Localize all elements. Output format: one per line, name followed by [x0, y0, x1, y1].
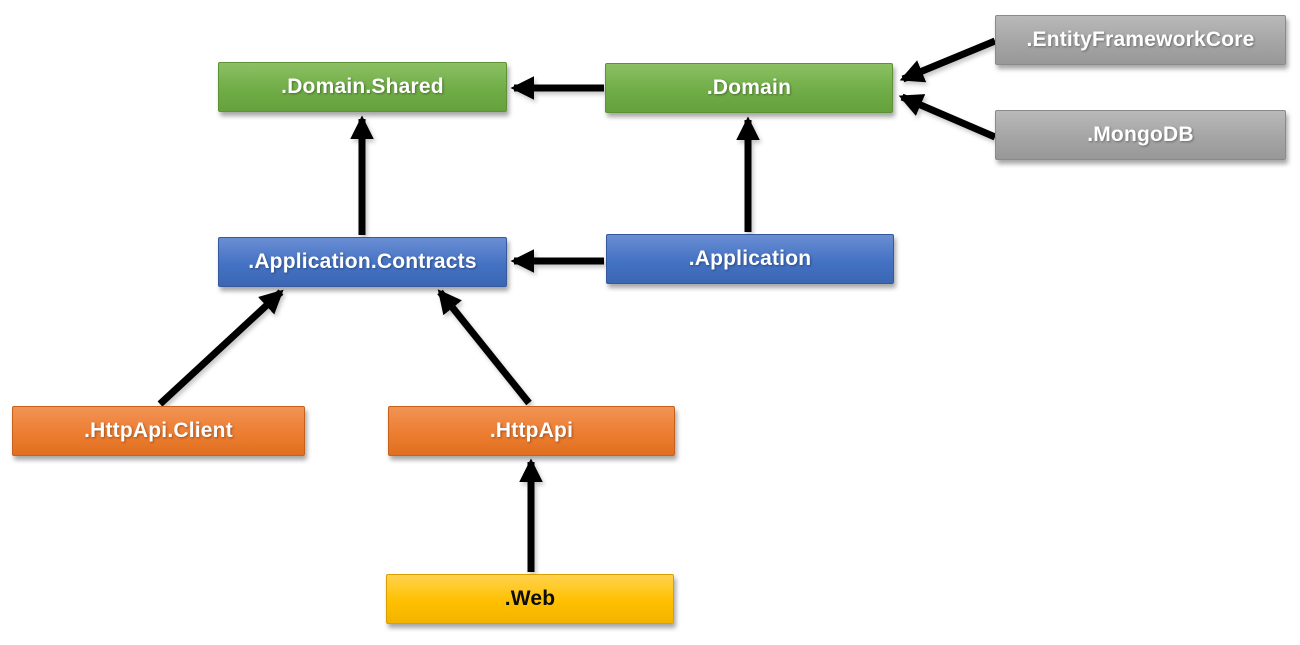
node-httpapi: .HttpApi [388, 406, 675, 456]
node-application: .Application [606, 234, 894, 284]
node-label-application-contracts: .Application.Contracts [248, 250, 477, 273]
node-domain-shared: .Domain.Shared [218, 62, 507, 112]
node-domain: .Domain [605, 63, 893, 113]
node-mongodb: .MongoDB [995, 110, 1286, 160]
node-web: .Web [386, 574, 674, 624]
node-application-contracts: .Application.Contracts [218, 237, 507, 287]
node-label-domain-shared: .Domain.Shared [281, 75, 444, 98]
node-entity-framework-core: .EntityFrameworkCore [995, 15, 1286, 65]
edge-entity-framework-core-to-domain [899, 37, 997, 83]
node-label-application: .Application [688, 247, 812, 270]
node-label-entity-framework-core: .EntityFrameworkCore [1026, 28, 1255, 51]
node-label-httpapi: .HttpApi [489, 419, 574, 442]
node-label-httpapi-client: .HttpApi.Client [84, 419, 233, 442]
node-label-web: .Web [504, 587, 556, 610]
edge-httpapi-to-application-contracts [437, 289, 532, 406]
node-label-mongodb: .MongoDB [1087, 123, 1194, 146]
node-httpapi-client: .HttpApi.Client [12, 406, 305, 456]
node-label-domain: .Domain [706, 76, 792, 99]
edge-mongodb-to-domain [898, 93, 997, 141]
edge-httpapi-client-to-application-contracts [157, 289, 284, 407]
